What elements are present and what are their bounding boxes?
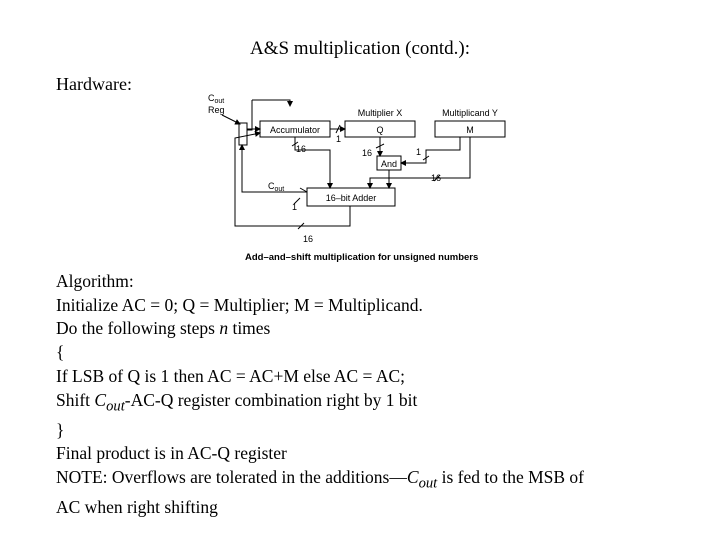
reg-label: Reg	[208, 105, 225, 115]
width-q: 16	[362, 148, 372, 158]
multiplicand-label: Multiplicand Y	[442, 108, 498, 118]
cout-register-box	[238, 122, 248, 146]
width-m: 16	[431, 173, 441, 183]
width-cout: 1	[292, 202, 297, 212]
algorithm-line-1: Initialize AC = 0; Q = Multiplier; M = M…	[56, 294, 423, 315]
adder-box	[306, 187, 396, 207]
algorithm-brace-open: {	[56, 342, 65, 363]
algorithm-line-4: Shift Cout-AC-Q register combination rig…	[56, 389, 418, 415]
hardware-diagram: Cout Reg Accumulator Multiplier X Q Mult…	[208, 93, 506, 263]
algorithm-line-2: Do the following steps n times	[56, 318, 271, 339]
algorithm-line-3: If LSB of Q is 1 then AC = AC+M else AC …	[56, 365, 406, 386]
cout-label: Cout	[268, 181, 284, 193]
width-bottom: 16	[303, 234, 313, 244]
cout-reg-label: Cout	[208, 93, 224, 105]
algorithm-heading: Algorithm:	[56, 271, 134, 291]
multiplier-label: Multiplier X	[358, 108, 403, 118]
m-label: M	[466, 125, 474, 135]
width-shift: 1	[336, 134, 341, 144]
and-label: And	[381, 159, 397, 169]
diagram-caption: Add–and–shift multiplication for unsigne…	[245, 252, 478, 263]
algorithm-brace-close: }	[56, 419, 65, 440]
slide-title: A&S multiplication (contd.):	[249, 38, 471, 59]
hardware-heading: Hardware:	[56, 74, 132, 94]
q-label: Q	[376, 125, 383, 135]
algorithm-line-5: Final product is in AC-Q register	[56, 443, 287, 464]
algorithm-note-line-2: AC when right shifting	[56, 497, 218, 518]
adder-label: 16–bit Adder	[326, 193, 377, 203]
width-and: 1	[416, 147, 421, 157]
algorithm-block: Algorithm: Initialize AC = 0; Q = Multip…	[56, 270, 696, 520]
algorithm-note: NOTE: Overflows are tolerated in the add…	[56, 467, 585, 492]
accumulator-label: Accumulator	[270, 125, 320, 135]
width-acc: 16	[296, 144, 306, 154]
